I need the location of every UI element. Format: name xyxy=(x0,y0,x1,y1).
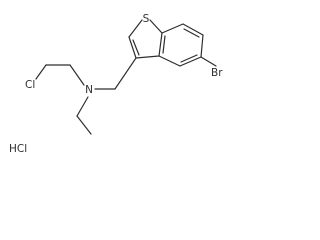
chemical-structure: S Br N Cl HCl xyxy=(9,13,223,155)
hcl-salt-label: HCl xyxy=(9,143,27,155)
chlorine-label: Cl xyxy=(25,79,35,91)
bond-ch2e-ch3 xyxy=(76,115,92,135)
benzene-ring xyxy=(158,23,204,67)
bond-c4-c3a xyxy=(158,55,181,67)
bond-c7a-c7 xyxy=(161,23,184,34)
bond-n-ch2a xyxy=(69,64,85,86)
nitrogen-label: N xyxy=(85,84,93,96)
bond-c3-c3a xyxy=(135,55,160,59)
bond-c5-c4 xyxy=(179,56,202,67)
thiophene-ring xyxy=(128,19,163,59)
bond-c3-ch2 xyxy=(114,57,137,90)
bond-c7a-s1 xyxy=(149,19,163,34)
bond-c5-c4-double xyxy=(180,54,198,63)
bromine-label: Br xyxy=(211,67,223,79)
bond-n-ch2e xyxy=(76,96,89,117)
bond-c7-c6 xyxy=(182,23,204,36)
bond-c3a-c7a-inner xyxy=(162,35,166,54)
bond-c2-c3 xyxy=(128,36,137,59)
bond-ch2b-cl xyxy=(35,64,47,80)
bond-c5-br xyxy=(200,56,217,67)
sulfur-label: S xyxy=(143,13,150,25)
bond-c6-c5 xyxy=(200,34,204,58)
bond-c7-c6-double xyxy=(183,28,200,38)
bond-c3a-c7a xyxy=(158,32,163,57)
bond-c2-c3-double xyxy=(132,39,140,56)
bond-s1-c2 xyxy=(128,19,143,38)
